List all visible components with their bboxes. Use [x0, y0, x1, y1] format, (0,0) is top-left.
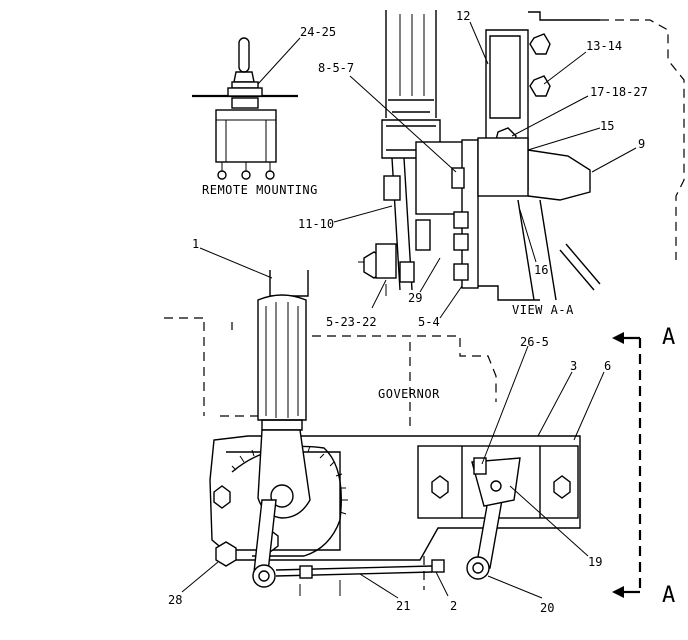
callout-17-18-27: 17-18-27: [590, 85, 648, 99]
callout-8-5-7: 8-5-7: [318, 61, 354, 75]
callout-1: 1: [192, 237, 199, 251]
callout-6: 6: [604, 359, 611, 373]
callout-5-23-22: 5-23-22: [326, 315, 377, 329]
callout-20: 20: [540, 601, 554, 615]
callout-9: 9: [638, 137, 645, 151]
callout-12: 12: [456, 9, 470, 23]
callout-11-10: 11-10: [298, 217, 334, 231]
governor-housing: [209, 429, 581, 596]
section-label-bottom: A: [662, 583, 675, 608]
callout-26-5: 26-5: [520, 335, 549, 349]
callout-19: 19: [588, 555, 602, 569]
callout-28: 28: [168, 593, 182, 607]
callout-24-25: 24-25: [300, 25, 336, 39]
callout-13-14: 13-14: [586, 39, 622, 53]
callout-21: 21: [396, 599, 410, 613]
section-label-top: A: [662, 325, 675, 350]
section-line-a: [612, 332, 642, 598]
view-a-a-caption: VIEW A-A: [512, 303, 574, 317]
callout-16: 16: [534, 263, 548, 277]
callout-3: 3: [570, 359, 577, 373]
control-handle: [257, 270, 309, 431]
callout-labels: 24-25 12 8-5-7 13-14 17-18-27 15 9 11-10…: [168, 9, 648, 615]
view-a-a-assembly: [358, 10, 685, 301]
governor-label: GOVERNOR: [378, 387, 440, 401]
callout-5-4: 5-4: [418, 315, 440, 329]
callout-29: 29: [408, 291, 422, 305]
leader-lines: [181, 21, 637, 599]
callout-2: 2: [450, 599, 457, 613]
callout-15: 15: [600, 119, 614, 133]
remote-mounting-caption: REMOTE MOUNTING: [202, 183, 318, 197]
remote-mounting-switch: [192, 37, 298, 180]
